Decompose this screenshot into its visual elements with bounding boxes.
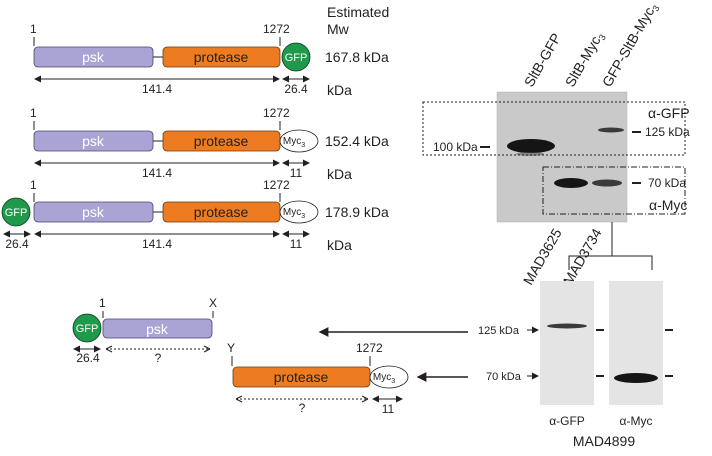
marker-125kda: 125 kDa	[478, 325, 520, 337]
length-main: 141.4	[142, 82, 172, 96]
gfp-tag-label: GFP	[285, 52, 308, 64]
myc-tag-label: Myc3	[283, 136, 305, 149]
start-position: 1	[30, 178, 37, 192]
band-alpha-myc-70	[614, 373, 658, 383]
fragment-c-terminal: Y 1272 protease Myc3 ? 11	[227, 341, 409, 416]
alpha-myc-region-box	[542, 166, 686, 215]
antibody-alpha-gfp: α-GFP	[648, 105, 690, 121]
marker-100kda: 100 kDa	[433, 140, 478, 154]
gfp-tag-label: GFP	[5, 207, 28, 219]
myc-text: Myc	[283, 207, 301, 218]
antibody-alpha-gfp: α-GFP	[549, 414, 585, 428]
molecular-weight: 152.4 kDa	[325, 133, 389, 149]
length-tag: 11	[290, 237, 303, 251]
fragment-end: X	[209, 296, 217, 310]
myc-subscript: 3	[391, 378, 395, 385]
end-position: 1272	[263, 178, 290, 192]
blot-strip-alpha-gfp	[540, 281, 594, 405]
mw-label: Mw	[327, 21, 350, 37]
fragment-start: Y	[227, 341, 235, 355]
protease-domain	[162, 46, 281, 68]
mw-unit: kDa	[327, 82, 352, 98]
band-alpha-gfp-125	[547, 323, 587, 329]
lane-label-sltb-gfp: SltB-GFP	[521, 30, 564, 89]
antibody-alpha-myc: α-Myc	[649, 197, 687, 213]
gfp-tag	[72, 313, 102, 343]
psk-domain	[102, 318, 213, 339]
arrow-heads	[235, 395, 369, 403]
band-gfp-sltb-myc-125	[598, 127, 624, 133]
end-position: 1272	[263, 22, 290, 36]
end-position: 1272	[263, 106, 290, 120]
strain-mad3625: MAD3625	[520, 225, 565, 287]
psk-label: psk	[146, 321, 169, 337]
lane-label-gfp-sltb-myc: GFP-SltB-Myc3	[599, 0, 662, 91]
mw-unit: kDa	[327, 166, 352, 182]
construct-gfp-sltb-myc: 1 1272 GFP psk protease Myc3 26.4 141.4 …	[1, 178, 389, 253]
arrow-heads	[105, 345, 211, 353]
lane-text: GFP-SltB-Myc	[599, 4, 658, 89]
bracket-connector	[568, 222, 653, 270]
western-blot-top: SltB-GFP SltB-Myc3 GFP-SltB-Myc3 100 kDa…	[422, 0, 690, 288]
fragment-n-terminal: 1 X GFP psk 26.4 ?	[72, 296, 217, 365]
alpha-gfp-region-box	[422, 101, 686, 156]
length-gfp: 26.4	[5, 237, 29, 251]
antibody-alpha-myc: α-Myc	[620, 414, 653, 428]
start-position: 1	[30, 22, 37, 36]
myc-subscript: 3	[301, 142, 305, 149]
gfp-tag	[281, 42, 311, 72]
estimated-label: Estimated	[327, 4, 389, 20]
length-gfp: 26.4	[76, 351, 100, 365]
molecular-weight: 178.9 kDa	[325, 204, 389, 220]
gfp-tag-label: GFP	[76, 323, 99, 335]
lane-subscript: 3	[650, 4, 661, 13]
marker-70kda: 70 kDa	[486, 371, 522, 383]
band-sltb-gfp-100	[507, 139, 555, 153]
myc-tag-label: Myc3	[283, 207, 305, 220]
length-tag: 26.4	[284, 82, 308, 96]
construct-sltb-gfp: 1 1272 psk protease GFP 141.4 26.4 167.8…	[30, 22, 389, 98]
molecular-weight: 167.8 kDa	[325, 49, 389, 65]
blot-strip-alpha-myc	[609, 281, 663, 405]
gfp-tag	[1, 197, 31, 227]
length-main: ?	[299, 401, 306, 415]
blot-membrane-edge	[496, 91, 628, 223]
myc-tag	[279, 200, 319, 224]
western-blot-bottom: 125 kDa 70 kDa α-GFP α-Myc MAD4899	[478, 281, 673, 449]
myc-subscript: 3	[301, 213, 305, 220]
mw-unit: kDa	[327, 237, 352, 253]
band-gfp-sltb-myc-70	[592, 179, 622, 187]
start-position: 1	[30, 106, 37, 120]
strain-mad4899: MAD4899	[573, 433, 635, 449]
length-main: 141.4	[142, 237, 172, 251]
myc-tag	[369, 365, 409, 389]
blot-membrane	[497, 92, 627, 222]
lane-text: SltB-Myc	[562, 33, 604, 89]
psk-label: psk	[82, 204, 105, 220]
myc-text: Myc	[373, 372, 391, 383]
myc-tag	[279, 129, 319, 153]
construct-sltb-myc: 1 1272 psk protease Myc3 141.4 11 152.4 …	[30, 106, 389, 182]
band-sltb-myc-70	[554, 178, 588, 188]
fragment-end: 1272	[356, 341, 383, 355]
length-tag: 11	[382, 402, 395, 416]
myc-tag-label: Myc3	[373, 372, 395, 385]
length-tag: 11	[290, 166, 303, 180]
length-main: 141.4	[142, 166, 172, 180]
length-main: ?	[155, 351, 162, 365]
protease-label: protease	[194, 49, 249, 65]
psk-label: psk	[82, 133, 105, 149]
protease-label: protease	[194, 204, 249, 220]
lane-subscript: 3	[597, 33, 608, 42]
marker-125kda: 125 kDa	[645, 125, 690, 139]
myc-text: Myc	[283, 136, 301, 147]
protease-label: protease	[194, 133, 249, 149]
marker-70kda: 70 kDa	[648, 176, 686, 190]
protease-label: protease	[274, 369, 329, 385]
psk-label: psk	[82, 49, 105, 65]
fragment-start: 1	[99, 296, 106, 310]
